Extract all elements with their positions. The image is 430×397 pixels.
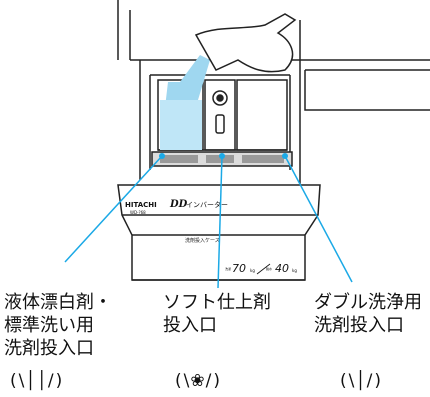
svg-text:洗濯: 洗濯 [225,266,231,271]
detergent-label-line-2: 洗剤投入口 [314,315,404,336]
single-bar-icon: \│/ [348,371,374,391]
svg-text:70: 70 [232,262,246,275]
detergent-label-line-1: ダブル洗浄用 [314,292,422,313]
svg-text:kg: kg [250,268,255,273]
softener-label-line-2: 投入口 [163,315,217,336]
softener-label-line-1: ソフト仕上剤 [163,292,271,313]
liquid-fill [160,100,202,150]
bleach-label-line-1: 液体漂白剤・ [4,292,112,313]
softener-symbol: (\❀/) [175,371,221,391]
bleach-label-line-3: 洗剤投入口 [4,338,94,359]
hand [194,13,297,73]
bleach-label: 液体漂白剤・ 標準洗い用 洗剤投入口 [4,291,112,360]
dd-mark: DD [169,199,188,210]
detergent-label: ダブル洗浄用 洗剤投入口 [314,291,422,337]
model-label: WD-?68 [130,210,146,215]
bleach-label-line-2: 標準洗い用 [4,315,94,336]
callout-lines [64,155,353,289]
svg-text:脱水: 脱水 [266,266,272,271]
inverter-label: インバーター [186,200,228,209]
capacity-label: 洗濯 70 kg 脱水 40 kg [225,262,297,275]
case-label: 洗剤投入ケース [185,237,220,244]
svg-text:kg: kg [292,268,297,273]
bleach-symbol: (\││/) [10,371,64,391]
callout-dots [159,153,288,159]
softener-label: ソフト仕上剤 投入口 [163,291,271,337]
two-bars-icon: \││/ [18,371,55,391]
flower-icon: \❀/ [183,371,213,391]
brand-label: HITACHI [125,201,157,209]
svg-text:40: 40 [275,262,289,275]
detergent-symbol: (\│/) [340,371,382,391]
